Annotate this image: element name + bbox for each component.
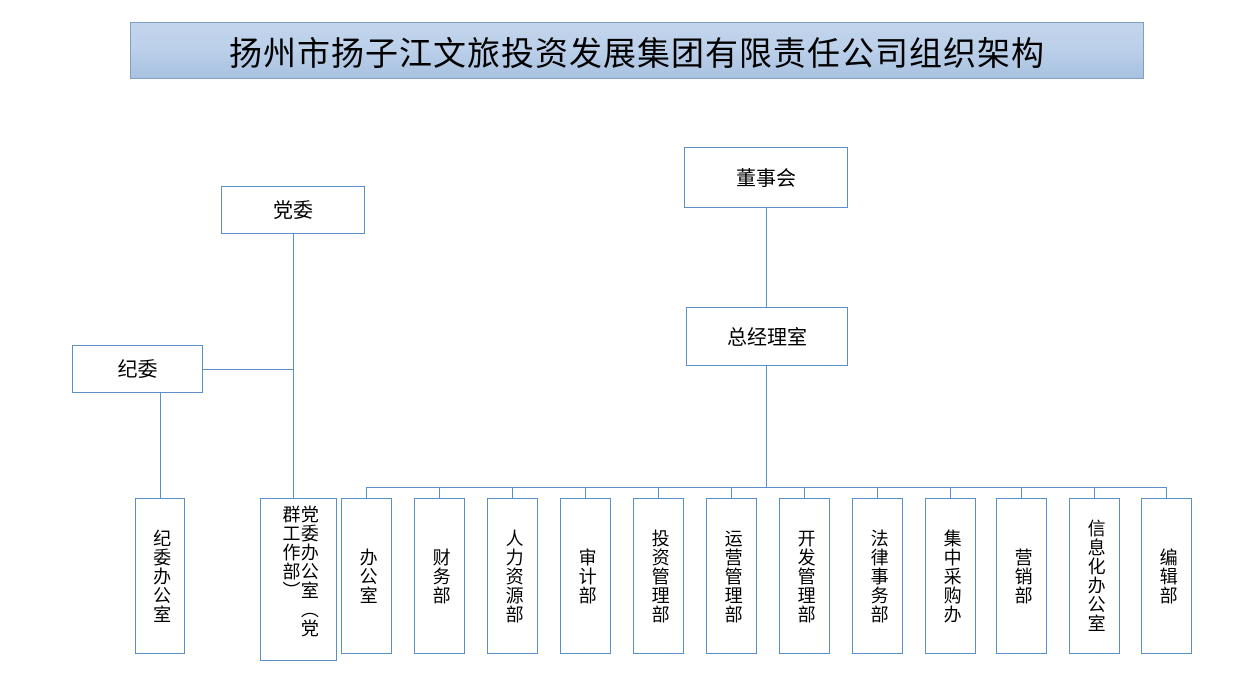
connector-gm-to-bus: [766, 366, 767, 488]
node-department[interactable]: 信息化办公室: [1069, 498, 1120, 654]
node-department[interactable]: 财务部: [414, 498, 465, 654]
node-label-department: 集中采购办: [940, 528, 962, 624]
node-label-department: 投资管理部: [648, 528, 670, 624]
node-label-department: 法律事务部: [867, 528, 889, 624]
node-label-department: 编辑部: [1156, 547, 1178, 605]
node-party-committee[interactable]: 党委: [221, 186, 365, 234]
node-party-committee-office[interactable]: 党委办公室（党群工作部）: [260, 498, 337, 661]
node-label-department: 营销部: [1011, 547, 1033, 605]
node-department[interactable]: 法律事务部: [852, 498, 903, 654]
connector-bus-to-department: [1166, 487, 1167, 498]
node-label-party-committee: 党委: [273, 198, 313, 222]
node-label-department: 信息化办公室: [1084, 519, 1106, 633]
node-label-board: 董事会: [736, 165, 796, 190]
node-discipline-committee-office[interactable]: 纪委办公室: [135, 498, 185, 654]
node-label-discipline-committee: 纪委: [117, 357, 158, 381]
node-label-department: 运营管理部: [721, 528, 743, 624]
node-department[interactable]: 审计部: [560, 498, 611, 654]
chart-title-banner: 扬州市扬子江文旅投资发展集团有限责任公司组织架构: [130, 22, 1144, 79]
node-department[interactable]: 编辑部: [1141, 498, 1192, 654]
connector-bus-to-department: [439, 487, 440, 498]
node-general-manager-office[interactable]: 总经理室: [686, 307, 848, 366]
node-discipline-committee[interactable]: 纪委: [72, 345, 203, 393]
node-department[interactable]: 投资管理部: [633, 498, 684, 654]
page-title: 扬州市扬子江文旅投资发展集团有限责任公司组织架构: [229, 33, 1045, 73]
node-department[interactable]: 办公室: [341, 498, 392, 654]
department-bus-line: [366, 487, 1167, 488]
node-label-gm-office: 总经理室: [727, 324, 807, 349]
connector-bus-to-department: [804, 487, 805, 498]
node-label-department: 办公室: [356, 547, 378, 605]
node-department[interactable]: 人力资源部: [487, 498, 538, 654]
node-department[interactable]: 开发管理部: [779, 498, 830, 654]
node-board-of-directors[interactable]: 董事会: [684, 147, 848, 208]
connector-bus-to-department: [877, 487, 878, 498]
connector-party-committee-stem: [293, 234, 294, 498]
node-department[interactable]: 营销部: [996, 498, 1047, 654]
connector-bus-to-department: [731, 487, 732, 498]
connector-bus-to-department: [1021, 487, 1022, 498]
node-label-party-office: 党委办公室（党群工作部）: [279, 505, 319, 638]
connector-bus-to-department: [1094, 487, 1095, 498]
connector-bus-to-department: [585, 487, 586, 498]
connector-bus-to-department: [366, 487, 367, 498]
connector-bus-to-department: [658, 487, 659, 498]
node-label-department: 审计部: [575, 547, 597, 605]
connector-bus-to-department: [512, 487, 513, 498]
node-label-department: 人力资源部: [502, 528, 524, 624]
connector-discipline-to-party-stem: [203, 369, 294, 370]
node-department[interactable]: 集中采购办: [925, 498, 976, 654]
node-label-discipline-office: 纪委办公室: [150, 528, 172, 624]
node-department[interactable]: 运营管理部: [706, 498, 757, 654]
connector-bus-to-department: [950, 487, 951, 498]
node-label-department: 开发管理部: [794, 528, 816, 624]
connector-board-to-gm: [766, 208, 767, 307]
node-label-department: 财务部: [429, 547, 451, 605]
connector-discipline-to-office: [160, 393, 161, 498]
